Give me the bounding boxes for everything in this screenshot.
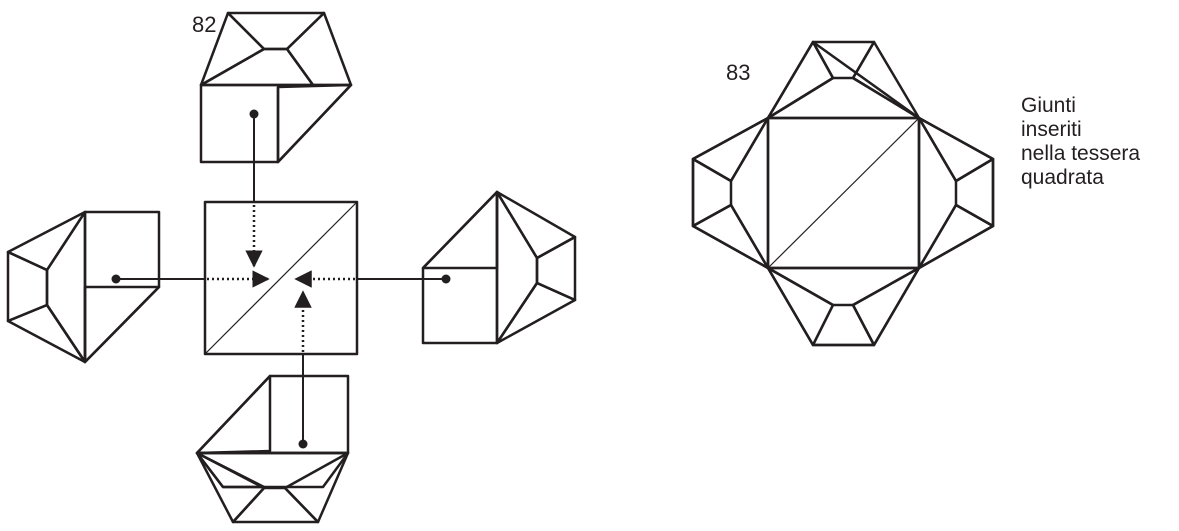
joint-left [6, 210, 161, 364]
step-83-number: 83 [726, 60, 750, 85]
step-82-number: 82 [192, 12, 216, 37]
insert-arrows [111, 109, 451, 449]
joint-top [199, 11, 353, 164]
caption-line-3: nella tessera [1021, 142, 1140, 165]
caption-line-1: Giunti [1021, 94, 1076, 117]
assembled-unit [691, 40, 995, 347]
joint-bottom [195, 374, 350, 524]
caption-line-2: inseriti [1021, 118, 1082, 141]
caption: Giunti inseriti nella tessera quadrata [1021, 94, 1140, 189]
joint-right [421, 190, 577, 345]
caption-line-4: quadrata [1021, 166, 1104, 189]
